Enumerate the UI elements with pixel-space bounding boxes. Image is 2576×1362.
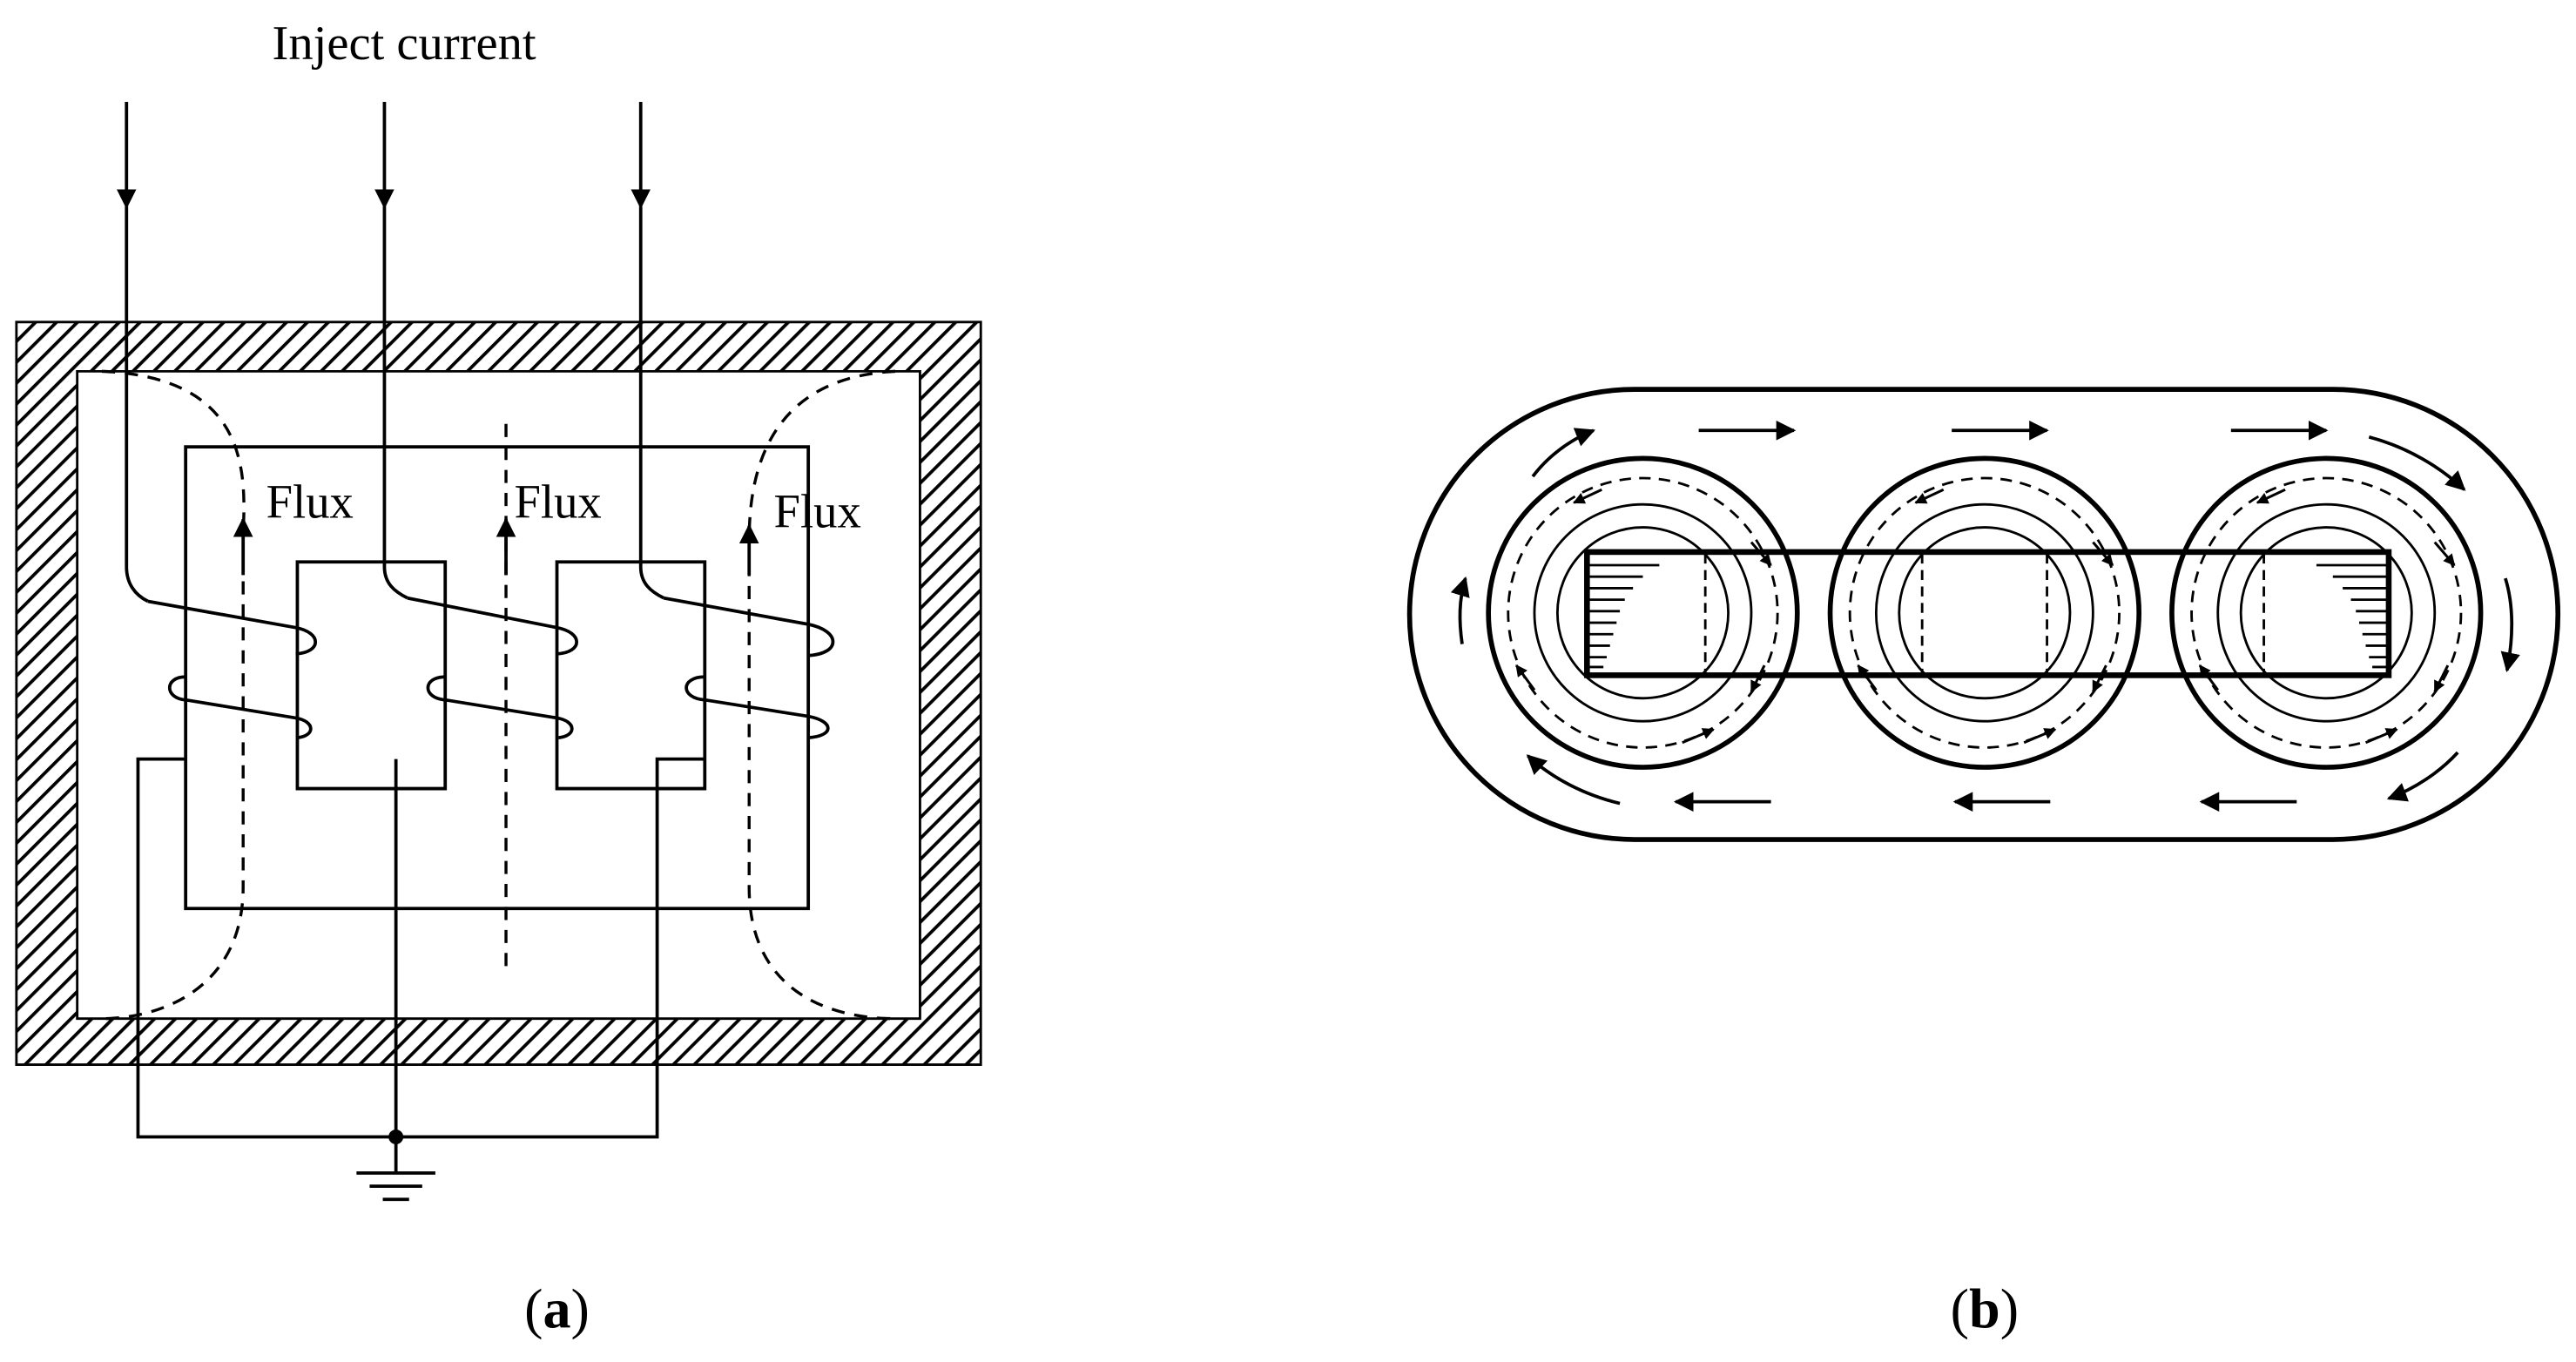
transformer-core — [184, 445, 811, 911]
core-window-left — [295, 560, 448, 791]
ground-wire-right — [395, 757, 705, 1139]
lead-middle — [382, 206, 408, 600]
lamination-left — [1587, 563, 1660, 669]
ground-wiring — [136, 757, 705, 1202]
tank-flux-arrows — [1450, 420, 2520, 812]
core-leg-middle — [1827, 455, 2142, 770]
core-leg-right — [2169, 455, 2484, 770]
panel-b-core-top-view: (b) — [1406, 387, 2560, 1339]
windings — [147, 596, 835, 739]
core-leg-left — [1486, 455, 1800, 770]
core-outline — [184, 445, 811, 911]
panel-a-transformer-cross-section: Inject current — [15, 17, 982, 1339]
lamination-right — [2316, 563, 2389, 669]
core-window-right — [555, 560, 707, 791]
flux-label-left: Flux — [266, 475, 354, 528]
caption-b: (b) — [1951, 1278, 2019, 1339]
lead-right — [638, 206, 664, 600]
tank-outline — [1406, 387, 2560, 842]
ground-node — [388, 1129, 404, 1145]
lead-left — [125, 206, 149, 603]
injection-leads — [116, 101, 664, 603]
flux-paths — [101, 369, 896, 1021]
inject-current-title: Inject current — [273, 17, 536, 71]
winding-flux-arrows — [1515, 488, 2456, 745]
flux-arrows — [233, 516, 759, 576]
tank-wall — [15, 320, 982, 1066]
flux-path-right — [747, 369, 896, 1021]
core-yoke — [1584, 549, 2392, 678]
ground-wire-left — [136, 757, 396, 1139]
flux-label-middle: Flux — [514, 475, 601, 528]
caption-a: (a) — [524, 1278, 590, 1339]
flux-label-right: Flux — [774, 485, 861, 538]
